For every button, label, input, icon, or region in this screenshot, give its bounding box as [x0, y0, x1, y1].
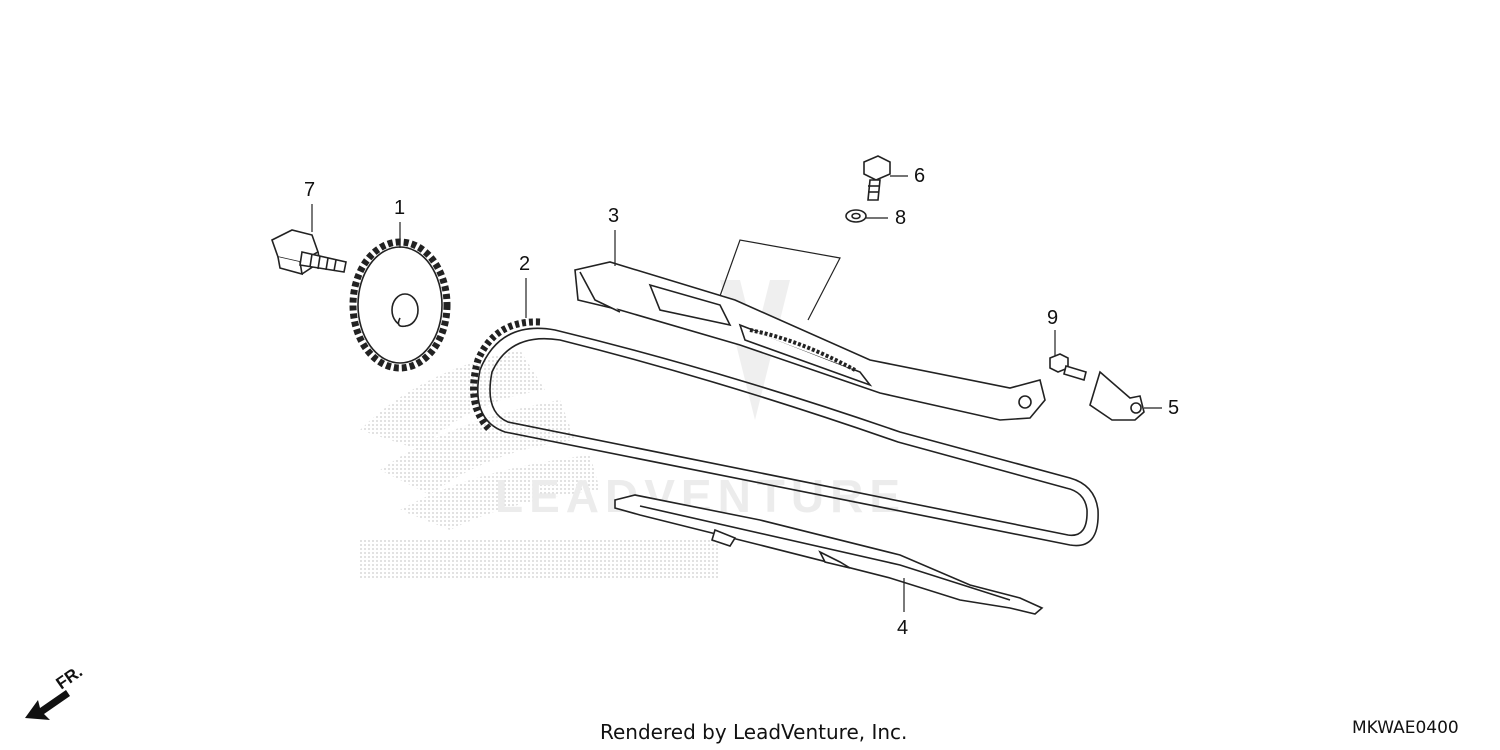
tensioner-arm-3: [574, 261, 1046, 421]
chain-guide-4: [614, 494, 1044, 615]
cam-sprocket-1: [349, 238, 451, 372]
callout-3: 3: [608, 205, 620, 227]
callout-2: 2: [519, 253, 531, 275]
bolt-6: [863, 155, 891, 201]
bolt-7: [271, 229, 347, 276]
render-credit: Rendered by LeadVenture, Inc.: [600, 720, 908, 744]
diagram-code: MKWAE0400: [1352, 718, 1459, 738]
leader-bracket-3: [719, 239, 841, 321]
honda-watermark: [360, 350, 720, 580]
washer-8: [845, 209, 867, 223]
cam-chain-2: [470, 318, 1099, 547]
bolt-9: [1049, 353, 1087, 382]
callout-6: 6: [914, 165, 926, 187]
callout-7: 7: [304, 179, 316, 201]
callout-8: 8: [895, 207, 907, 229]
stopper-5: [1089, 370, 1145, 421]
callout-1: 1: [394, 197, 406, 219]
front-direction-arrow: [25, 690, 70, 720]
callout-4: 4: [897, 617, 909, 639]
callout-5: 5: [1168, 397, 1180, 419]
callout-9: 9: [1047, 307, 1059, 329]
